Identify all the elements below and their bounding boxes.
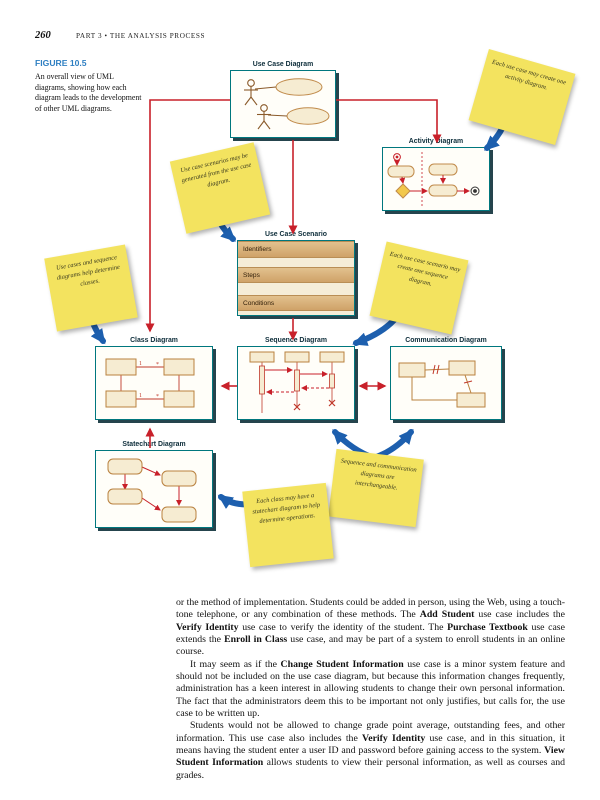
destroy-x-icon: [293, 399, 336, 411]
activity-node: [428, 184, 458, 197]
activation-bar: [329, 373, 335, 389]
class-box: [163, 390, 195, 408]
class-box: [105, 358, 137, 376]
note-sequence: Each use case scenario may create one se…: [369, 241, 469, 335]
statechart-diagram-label: Statechart Diagram: [122, 441, 186, 448]
communication-diagram-graphic: [398, 360, 486, 408]
scenario-section-steps: Steps: [238, 267, 354, 283]
statechart-diagram-graphic: [107, 458, 197, 523]
running-header: PART 3 • THE ANALYSIS PROCESS: [76, 32, 206, 40]
multiplicity-many: *: [156, 362, 159, 368]
sequence-diagram-label: Sequence Diagram: [264, 337, 328, 344]
lifeline-head: [319, 351, 345, 363]
activation-bar: [294, 369, 300, 392]
paragraph: It may seem as if the Change Student Inf…: [176, 658, 565, 720]
communication-diagram-label: Communication Diagram: [405, 337, 487, 344]
parallel-tick-icon: [432, 364, 473, 384]
use-case-diagram-label: Use Case Diagram: [252, 61, 314, 68]
arrow-usecase-to-activity: [336, 99, 442, 144]
note-interchangeable: Sequence and communication diagrams are …: [328, 448, 424, 528]
actor-icon: [257, 104, 271, 130]
decision-diamond-icon: [395, 183, 411, 199]
multiplicity-one: 1: [139, 393, 142, 399]
figure-label: FIGURE 10.5: [35, 58, 87, 68]
scenario-gap: [238, 311, 354, 315]
activity-diagram-label: Activity Diagram: [408, 138, 464, 145]
class-box: [163, 358, 195, 376]
note-activity: Each use case may create one activity di…: [468, 49, 576, 145]
multiplicity-many: *: [156, 394, 159, 400]
object-box: [398, 362, 426, 378]
scenario-gap: [238, 283, 354, 295]
state-box: [107, 458, 143, 475]
lifeline-head: [249, 351, 275, 363]
body-text: or the method of implementation. Student…: [176, 597, 565, 782]
use-case-ellipse: [286, 107, 330, 125]
use-case-scenario: Use Case Scenario Identifiers Steps Cond…: [237, 231, 355, 316]
use-case-diagram-graphic: [244, 78, 330, 130]
transition-arrows: [122, 466, 182, 511]
paragraph: Students would not be allowed to change …: [176, 720, 565, 781]
message-arrows: [265, 367, 329, 395]
note-classes: Use cases and sequence diagrams help det…: [44, 244, 138, 332]
scenario-gap: [238, 258, 354, 267]
actor-icon: [244, 79, 258, 106]
object-box: [448, 360, 476, 376]
use-case-ellipse: [275, 78, 323, 96]
scenario-section-conditions: Conditions: [238, 295, 354, 311]
state-box: [107, 488, 143, 505]
class-diagram-label: Class Diagram: [130, 337, 178, 344]
scenario-section-identifiers: Identifiers: [238, 241, 354, 258]
end-node-icon: [470, 186, 480, 196]
figure-caption: An overall view of UML diagrams, showing…: [35, 72, 142, 114]
use-case-diagram: Use Case Diagram: [230, 61, 336, 138]
use-case-scenario-label: Use Case Scenario: [264, 231, 328, 238]
state-box: [161, 506, 197, 523]
sequence-diagram: Sequence Diagram: [237, 337, 355, 420]
communication-diagram: Communication Diagram: [390, 337, 502, 420]
activation-bar: [259, 365, 265, 395]
class-diagram-graphic: 1 * 1 *: [105, 358, 195, 408]
sequence-diagram-graphic: [249, 351, 345, 413]
object-box: [456, 392, 486, 408]
note-statechart: Each class may have a statechart diagram…: [242, 482, 334, 568]
state-box: [161, 470, 197, 487]
lifeline-head: [284, 351, 310, 363]
multiplicity-one: 1: [139, 361, 142, 367]
activity-diagram: Activity Diagram: [382, 138, 490, 211]
activity-node: [387, 165, 415, 178]
note-scenario: Use case scenarios may be generated from…: [169, 142, 271, 234]
activity-diagram-graphic: [387, 152, 480, 206]
page-number: 260: [35, 30, 51, 41]
activity-node: [428, 163, 458, 176]
class-diagram: Class Diagram 1 * 1 *: [95, 337, 213, 420]
paragraph: or the method of implementation. Student…: [176, 597, 565, 658]
statechart-diagram: Statechart Diagram: [95, 441, 213, 528]
class-box: [105, 390, 137, 408]
